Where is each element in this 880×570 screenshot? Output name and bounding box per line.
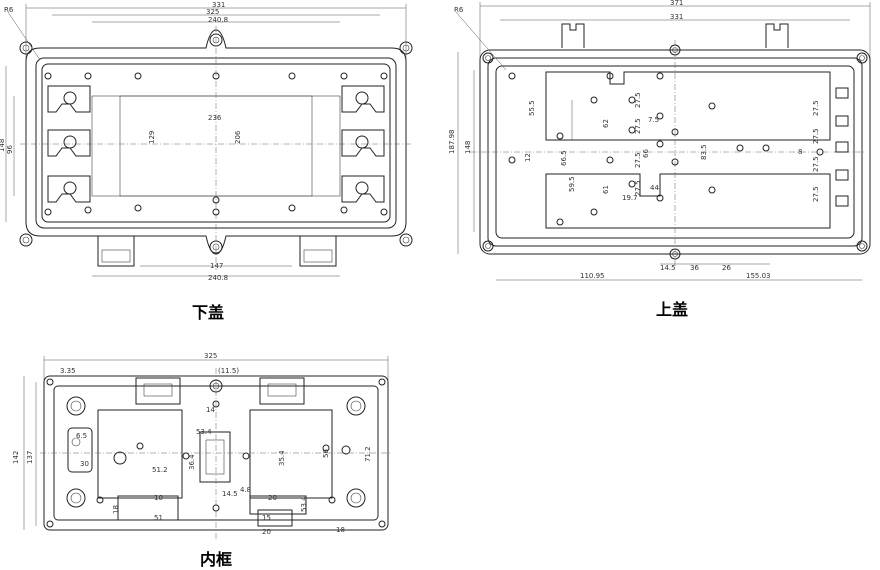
inner-dim-10: 10	[154, 494, 163, 502]
upper-dim-83: 83.5	[700, 144, 708, 160]
upper-dim-331: 331	[670, 13, 683, 21]
upper-dim-27h: 27.5	[812, 186, 820, 202]
inner-dim-142: 142	[12, 451, 20, 464]
lower-cover-caption: 下盖	[192, 303, 225, 322]
lower-dim-148: 148	[0, 139, 6, 152]
lower-left-bosses	[47, 85, 91, 203]
lower-dim-236: 236	[208, 114, 222, 122]
inner-dim-18: 18	[112, 505, 120, 514]
upper-dim-66b: 66.5	[560, 150, 568, 166]
inner-dim-35: 35.4	[278, 450, 286, 466]
upper-dim-27f: 27.5	[812, 128, 820, 144]
inner-dim-14b: 14.5	[222, 490, 238, 498]
inner-dim-53: 53.4	[196, 428, 212, 436]
inner-dim-20: 20	[262, 528, 271, 536]
upper-dim-62: 62	[602, 119, 610, 128]
inner-dim-51: 51	[154, 514, 163, 522]
upper-dim-27g: 27.5	[812, 156, 820, 172]
lower-radius-label: R6	[4, 6, 14, 14]
lower-dim-129: 206	[234, 130, 242, 144]
inner-dim-4: 4.8	[240, 486, 251, 494]
upper-right-fins	[835, 87, 849, 207]
upper-dim-44: 44	[650, 184, 659, 192]
upper-dim-371: 371	[670, 0, 683, 7]
inner-dim-30: 30	[80, 460, 89, 468]
upper-dim-55: 55.5	[528, 100, 536, 116]
inner-dim-11: (11.5)	[218, 367, 239, 375]
upper-dim-66: 66	[642, 149, 650, 158]
inner-frame-caption: 内框	[200, 550, 233, 569]
inner-dim-14: 14	[206, 406, 215, 414]
inner-dim-18b: 18	[336, 526, 345, 534]
inner-dim-56: 56	[322, 449, 330, 458]
inner-dim-325: 325	[204, 352, 217, 360]
inner-dim-6: 6.5	[76, 432, 87, 440]
lower-right-bosses	[341, 85, 385, 203]
upper-dim-7: 7.5	[648, 116, 659, 124]
inner-dim-53b: 53.4	[300, 496, 308, 512]
upper-dim-27a: 27.5	[634, 92, 642, 108]
lower-dim-124: 129	[148, 131, 156, 144]
upper-dim-27b: 27.5	[634, 118, 642, 134]
upper-radius-label: R6	[454, 6, 464, 14]
upper-dim-27c: 27.5	[634, 152, 642, 168]
upper-cover-caption: 上盖	[656, 300, 689, 319]
lower-dim-331: 331	[212, 1, 225, 9]
upper-dim-12: 12	[524, 153, 532, 162]
upper-dim-110: 110.95	[580, 272, 605, 280]
lower-dim-325: 325	[206, 8, 219, 16]
upper-dim-8: 8	[798, 148, 802, 156]
upper-dim-27d: 27.5	[634, 180, 642, 196]
upper-dim-187: 187.98	[448, 130, 456, 155]
upper-dim-27e: 27.5	[812, 100, 820, 116]
upper-dim-61: 61	[602, 185, 610, 194]
upper-cover-drawing: 371 331 187.98 148	[448, 0, 871, 281]
lower-cover-drawing: 331 325 240.8 148 96 236 129 206	[0, 1, 413, 282]
lower-dim-240: 240.8	[208, 16, 228, 24]
lower-dim-96: 96	[6, 145, 14, 154]
upper-dim-19: 19.7	[622, 194, 638, 202]
inner-dim-137: 137	[26, 451, 34, 464]
inner-dim-15: 15	[262, 514, 271, 522]
inner-dim-20b: 20	[268, 494, 277, 502]
upper-dim-36: 36	[690, 264, 699, 272]
lower-dim-147: 147	[210, 262, 223, 270]
inner-dim-71: 71.2	[364, 446, 372, 462]
upper-dim-155: 155.03	[746, 272, 771, 280]
inner-dim-51-2: 51.2	[152, 466, 168, 474]
upper-dim-59: 59.5	[568, 176, 576, 192]
inner-frame-drawing: 325 3.35 (11.5) 142 137	[12, 352, 392, 540]
upper-dim-148: 148	[464, 141, 472, 154]
lower-dim-240b: 240.8	[208, 274, 228, 282]
inner-dim-36: 36.4	[188, 454, 196, 470]
upper-dim-26: 26	[722, 264, 731, 272]
upper-dim-14: 14.5	[660, 264, 676, 272]
inner-dim-3: 3.35	[60, 367, 76, 375]
